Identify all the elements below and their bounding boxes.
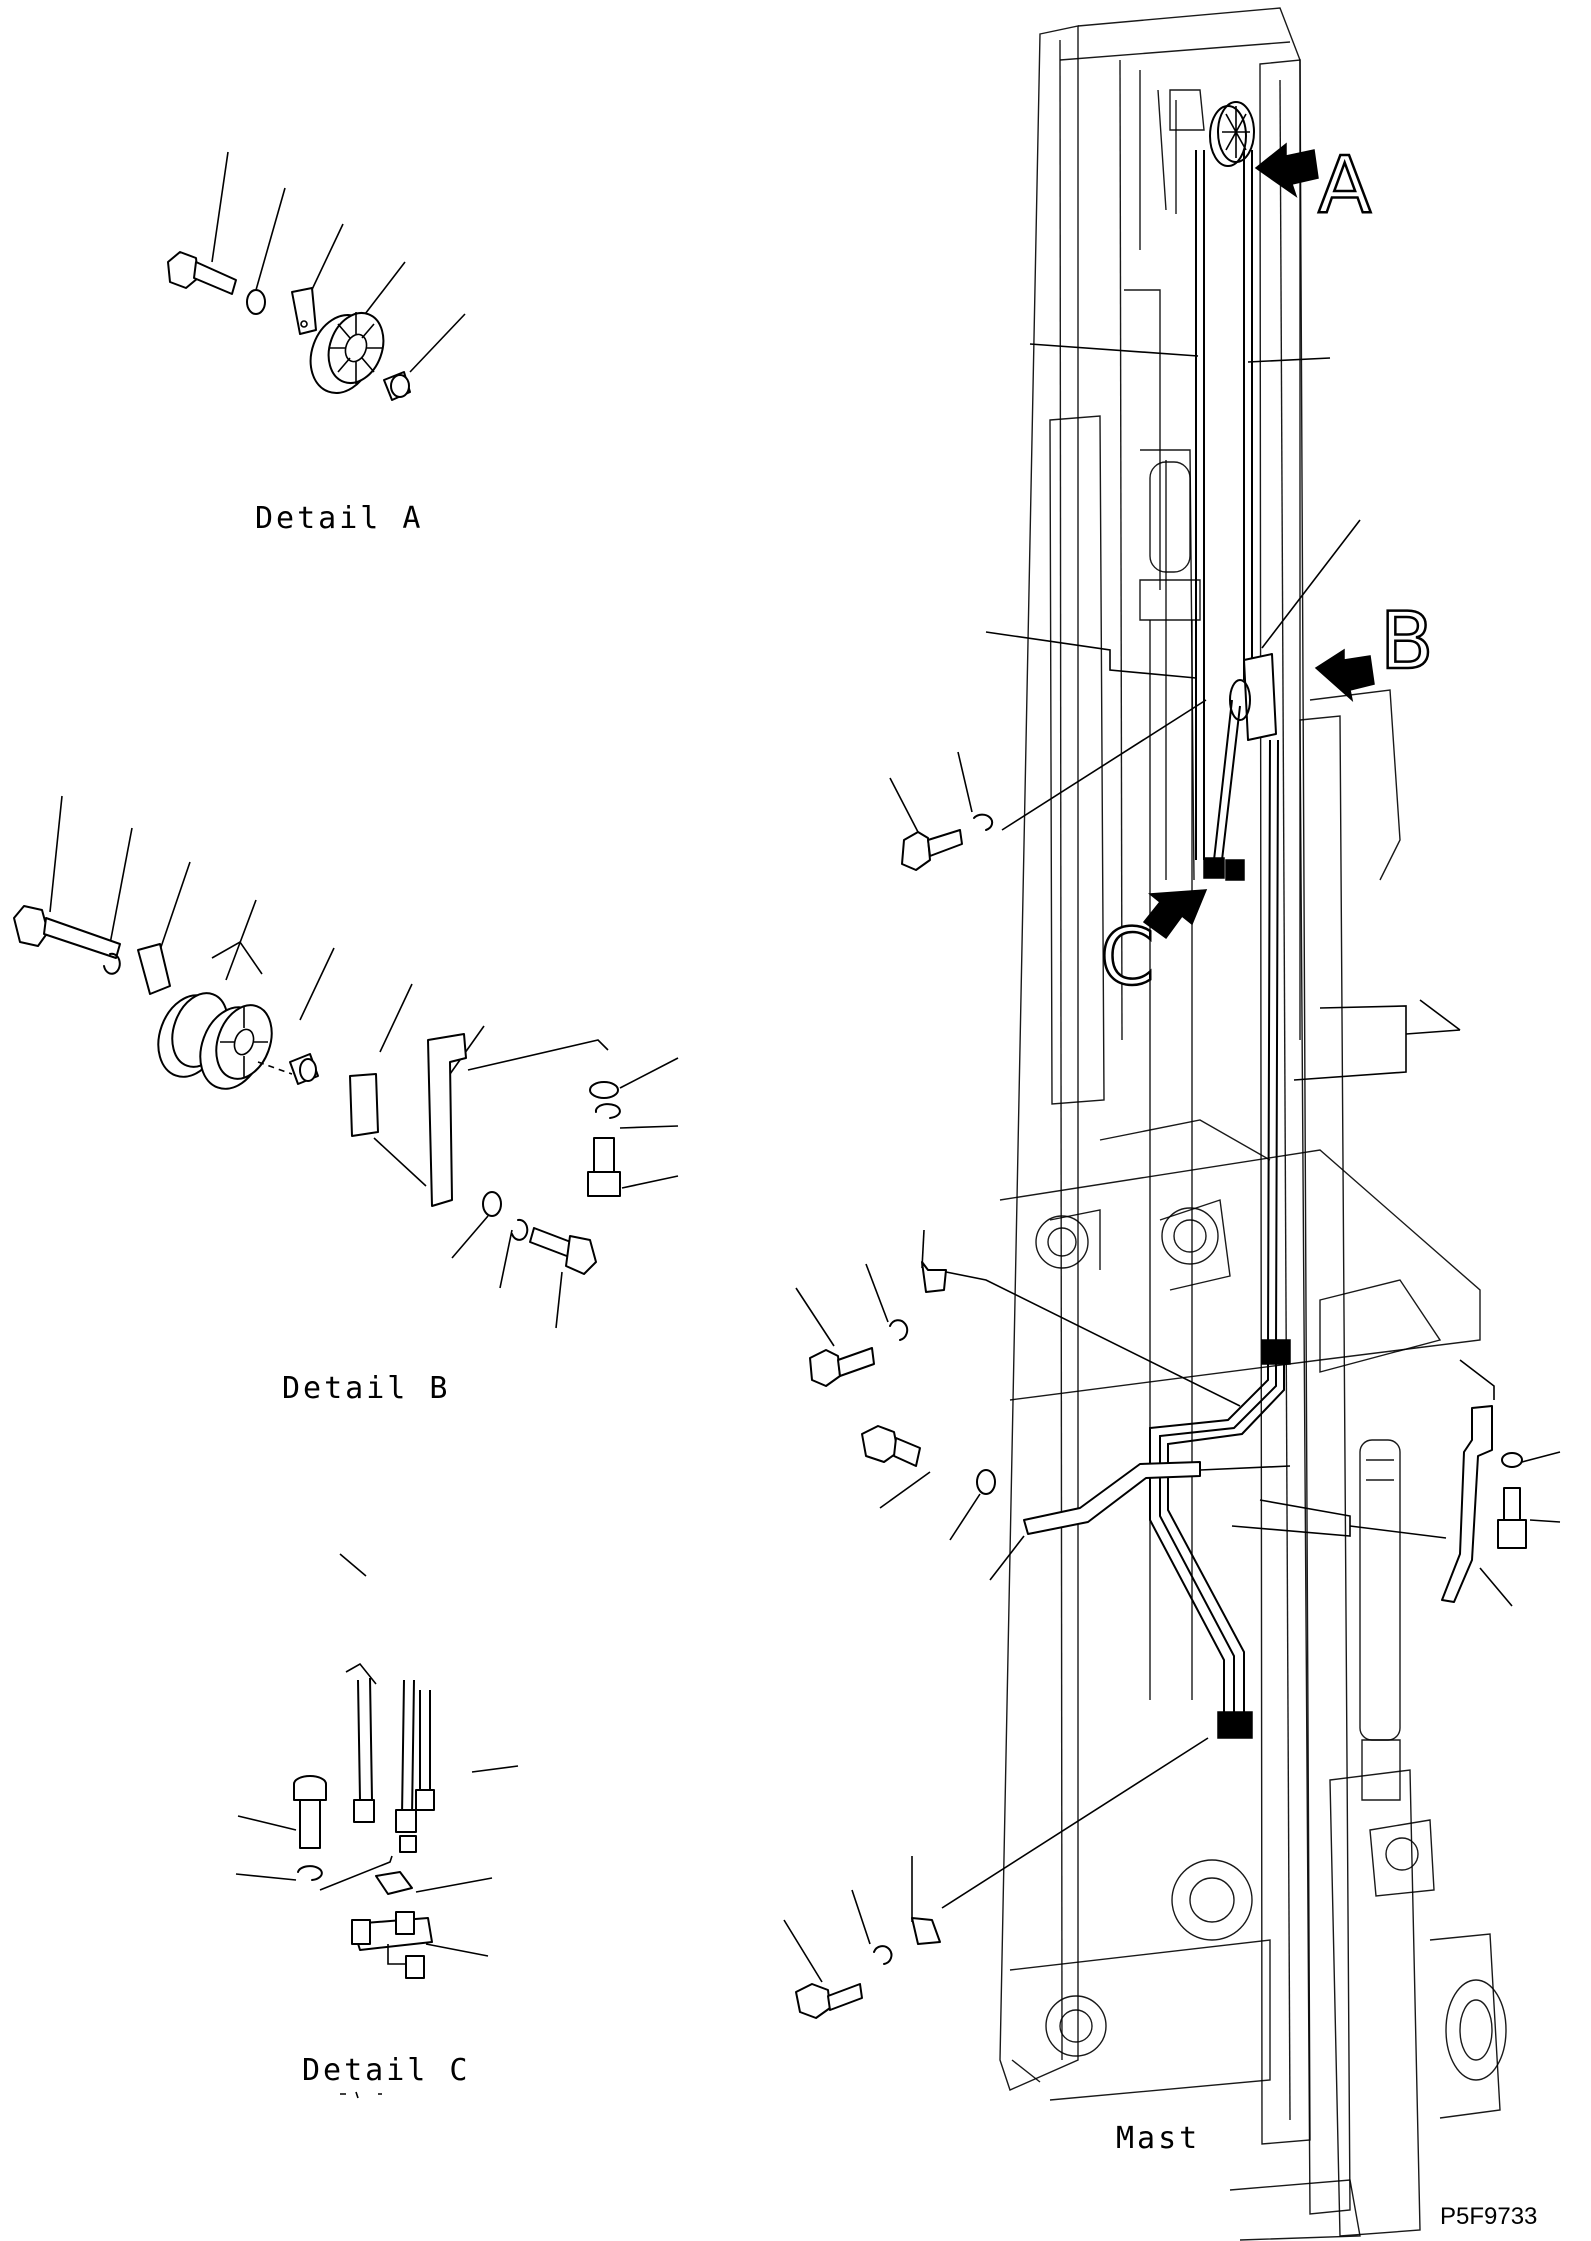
long-bolt-part [13,905,121,959]
detail-b-label: Detail B [282,1371,451,1406]
clip-m2 [921,1261,947,1293]
snap-ring-part [103,952,121,975]
snap-b1-part [594,1103,621,1119]
callout-b: B [1314,596,1435,703]
callout-c-letter: C [1100,913,1154,1003]
mast-label: Mast [1116,2121,1200,2156]
bolt-part [167,251,237,295]
snap-r1 [1501,1452,1523,1468]
block-part [349,1073,379,1137]
plate-part [291,287,317,335]
bolt-b2-part [529,1227,597,1275]
bushing-b-part [289,1053,319,1085]
callout-c: C [1099,889,1208,1004]
clip-c-part [375,1871,413,1895]
snap-c-part [297,1865,323,1881]
bolt-m1 [901,829,963,871]
carriage-pulley [1203,653,1277,881]
middle-roller-right [1159,1199,1231,1291]
callout-b-letter: B [1380,597,1434,687]
detail-c-group: Detail C [235,1553,519,2099]
snap-m2 [889,1319,909,1341]
snap-m1 [973,813,994,831]
clip-m4 [911,1917,941,1945]
angle-bracket-part [427,1033,467,1207]
hose-c-part [353,1677,435,1853]
bushing-part [383,371,411,401]
washer-part [246,289,266,315]
detail-c-label: Detail C [302,2053,471,2088]
clamp-c-part [351,1911,433,1979]
bolt-b1-part [587,1137,621,1197]
washer-b2-part [482,1191,502,1217]
detail-b-group: Detail B [13,795,679,1406]
sheave-part [309,312,385,394]
tilt-cylinder [1359,1439,1401,1801]
plate-b-part [137,943,171,995]
callout-c-arrow [1142,889,1208,940]
callout-a-arrow [1254,142,1319,198]
snap-m4 [873,1945,893,1965]
callout-b-arrow [1314,648,1375,703]
middle-roller-left [1035,1209,1101,1270]
snap-b2-part [511,1218,529,1241]
bolt-m3 [861,1425,921,1467]
mast-assembly: A B C Mast [783,7,1561,2241]
bolt-m2 [809,1347,875,1387]
double-sheave-part [157,992,273,1090]
bolt-r1 [1497,1487,1527,1549]
right-hanger [1441,1405,1493,1603]
drawing-code: P5F9733 [1440,2203,1537,2230]
top-sheave [1157,89,1255,214]
callout-a-letter: A [1318,141,1371,231]
washer-m3 [976,1469,996,1495]
bottom-roller [1045,1995,1107,2057]
outer-rail-left [999,25,1079,2091]
bent-bracket [1023,1461,1201,1535]
hose-right [1243,150,1253,680]
bolt-m4 [795,1983,863,2019]
detail-a-group: Detail A [167,151,466,536]
hose-left [1195,150,1205,860]
lower-hose-a [1149,1350,1269,1720]
callout-a: A [1254,140,1373,232]
bolt-c-part [293,1775,327,1849]
detail-a-label: Detail A [255,501,424,536]
washer-b1-part [589,1081,619,1099]
